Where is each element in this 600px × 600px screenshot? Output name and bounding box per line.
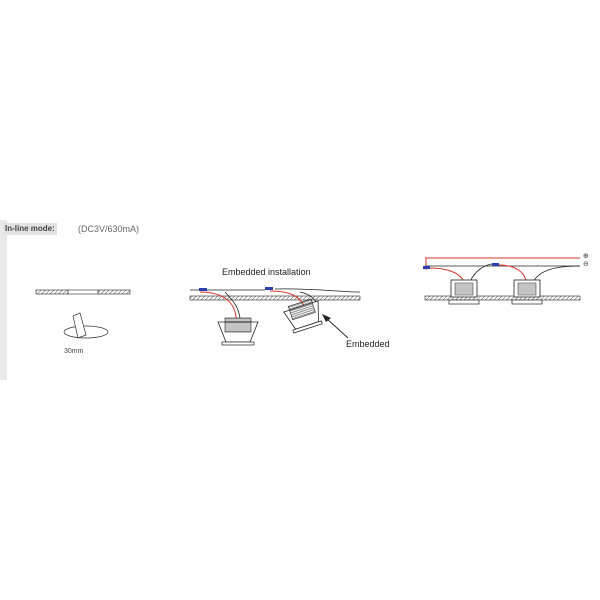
- black-wire: [224, 291, 241, 319]
- red-wire: [498, 264, 527, 283]
- wire-connector: [423, 266, 430, 269]
- panel-right-section: [97, 289, 131, 295]
- cutout-size-label: 30mm: [64, 348, 84, 355]
- panel-left-section: [35, 289, 69, 295]
- left-margin-band: [0, 220, 7, 380]
- black-wire: [532, 265, 581, 283]
- ceiling-panel: [424, 295, 581, 301]
- drill-bit-shape: [72, 312, 87, 339]
- inline-wiring-figure: [423, 257, 581, 305]
- power-spec-label: (DC3V/630mA): [78, 224, 140, 234]
- wire-connector: [265, 287, 273, 290]
- embedded-arrowhead: [322, 314, 331, 322]
- wire-connector: [492, 263, 499, 266]
- wire-connector: [199, 288, 207, 291]
- embedded-installation-title: Embedded installation: [222, 267, 311, 277]
- cutout-hole-ellipse: [63, 325, 109, 339]
- panel-cutout-figure: [35, 289, 131, 339]
- embedded-note-label: Embedded: [346, 339, 390, 349]
- ceiling-panel: [189, 295, 361, 301]
- black-wire: [469, 263, 493, 283]
- panel-hole: [67, 289, 99, 295]
- light-fixture: [217, 317, 259, 346]
- red-wire: [199, 291, 237, 319]
- positive-terminal-symbol: ⊕: [583, 253, 589, 260]
- light-fixture-tilted: [283, 298, 323, 334]
- light-fixture: [448, 279, 480, 305]
- negative-terminal-symbol: ⊖: [583, 261, 589, 268]
- light-fixture: [511, 279, 543, 305]
- mode-label: In-line mode:: [3, 223, 57, 235]
- embedded-installation-figure: [189, 287, 361, 346]
- black-wire: [190, 288, 361, 293]
- embedded-arrow: [325, 317, 349, 339]
